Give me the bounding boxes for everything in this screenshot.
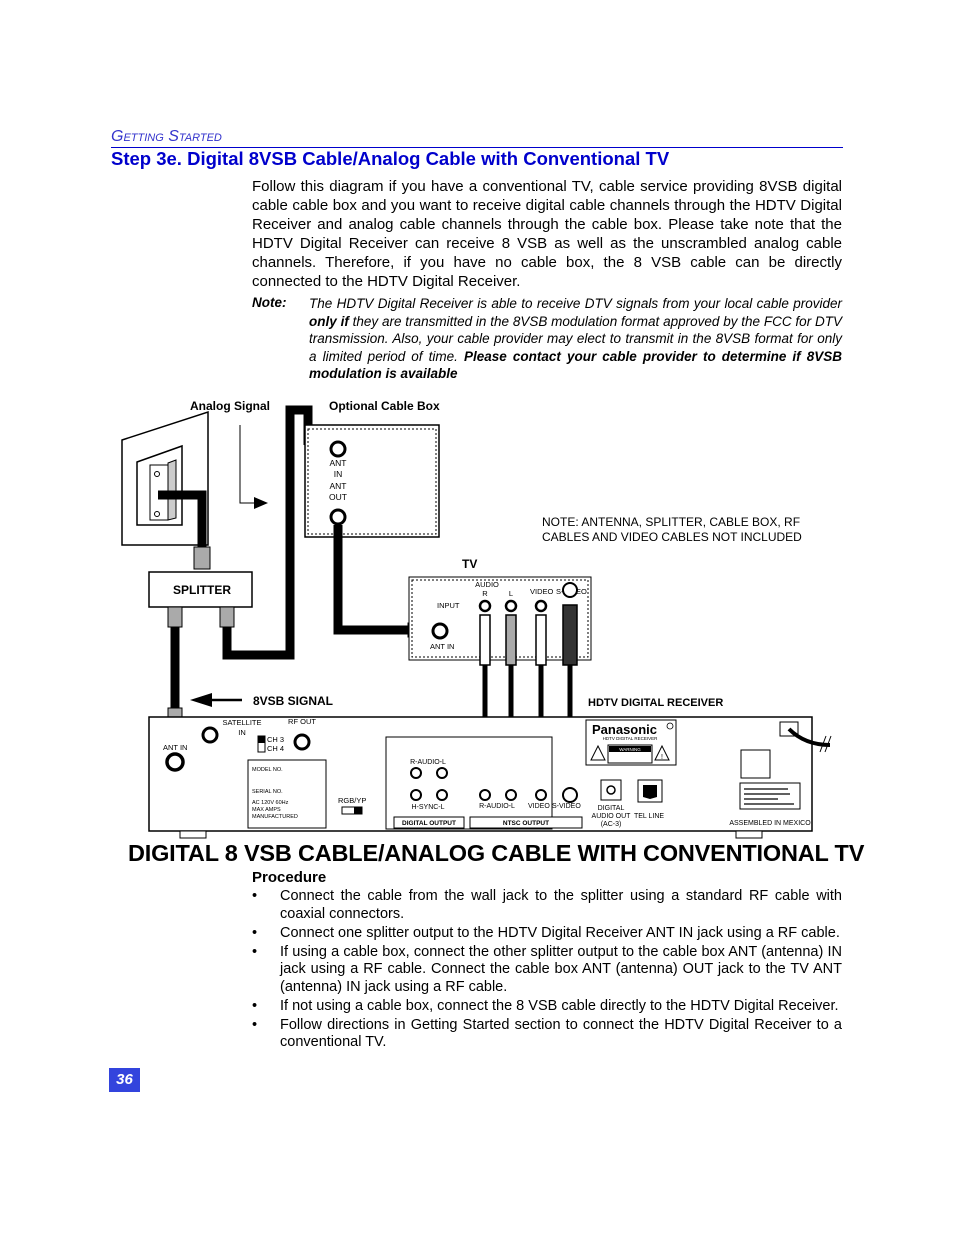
procedure-heading: Procedure	[252, 869, 327, 886]
svg-text:ANT IN: ANT IN	[430, 642, 454, 651]
svg-text:ANT: ANT	[330, 458, 347, 468]
page-number: 36	[109, 1068, 140, 1092]
list-item: •Connect the cable from the wall jack to…	[252, 888, 842, 922]
svg-text:!: !	[661, 754, 663, 761]
splitter-box	[148, 571, 253, 608]
step-title: Step 3e. Digital 8VSB Cable/Analog Cable…	[111, 148, 670, 169]
tv-panel	[408, 576, 592, 661]
svg-text:DIGITAL OUTPUT: DIGITAL OUTPUT	[402, 820, 456, 827]
note-cables-line2: CABLES AND VIDEO CABLES NOT INCLUDED	[542, 530, 802, 544]
optional-cable-box-label: Optional Cable Box	[329, 399, 440, 413]
note-text: The HDTV Digital Receiver is able to rec…	[309, 296, 843, 381]
svg-text:R-AUDIO-L: R-AUDIO-L	[479, 803, 515, 810]
wall-jack	[121, 410, 209, 546]
svg-text:RF OUT: RF OUT	[288, 717, 316, 726]
svg-text:VIDEO: VIDEO	[530, 587, 554, 596]
svg-text:ANT IN: ANT IN	[163, 743, 187, 752]
diagram-title: DIGITAL 8 VSB CABLE/ANALOG CABLE WITH CO…	[128, 840, 865, 866]
tv-label: TV	[462, 557, 477, 571]
svg-text:CH 3: CH 3	[267, 735, 284, 744]
svg-text:WARNING: WARNING	[619, 747, 641, 752]
svg-text:H-SYNC-L: H-SYNC-L	[411, 804, 444, 811]
svg-text:ANT: ANT	[330, 481, 347, 491]
svg-text:L: L	[509, 589, 513, 598]
svg-text:IN: IN	[334, 469, 343, 479]
analog-signal-label: Analog Signal	[190, 399, 270, 413]
hdtv-receiver-label: HDTV DIGITAL RECEIVER	[588, 697, 723, 709]
svg-text:SERIAL NO.: SERIAL NO.	[252, 789, 283, 795]
svg-text:MODEL NO.: MODEL NO.	[252, 767, 283, 773]
svg-text:VIDEO: VIDEO	[528, 803, 550, 810]
section-header: Getting Started	[111, 128, 843, 148]
svg-text:AC 120V 60Hz: AC 120V 60Hz	[252, 800, 289, 806]
note-cables-line1: NOTE: ANTENNA, SPLITTER, CABLE BOX, RF	[542, 515, 800, 529]
connection-diagram: SPLITTER ANT IN ANT OUT Analog Signal Op…	[121, 399, 832, 839]
svg-text:SATELLITE: SATELLITE	[222, 718, 261, 727]
procedure-list: •Connect the cable from the wall jack to…	[252, 888, 842, 1053]
note-label: Note:	[252, 295, 287, 310]
svg-text:S-VIDEO: S-VIDEO	[552, 803, 581, 810]
list-item: •Connect one splitter output to the HDTV…	[252, 924, 840, 941]
svg-text:OUT: OUT	[329, 492, 347, 502]
list-item: •If using a cable box, connect the other…	[252, 943, 842, 995]
svg-text:ASSEMBLED IN MEXICO: ASSEMBLED IN MEXICO	[729, 820, 811, 827]
svg-text:AUDIO OUT: AUDIO OUT	[592, 813, 632, 820]
svg-text:DIGITAL: DIGITAL	[598, 805, 625, 812]
svg-text:R: R	[482, 589, 488, 598]
svg-text:IN: IN	[238, 728, 246, 737]
svg-text:AUDIO: AUDIO	[475, 580, 499, 589]
8vsb-signal-label: 8VSB SIGNAL	[253, 694, 333, 708]
splitter-label: SPLITTER	[173, 583, 231, 597]
cable-box	[304, 424, 440, 538]
svg-text:RGB/YP: RGB/YP	[338, 796, 366, 805]
svg-text:MANUFACTURED: MANUFACTURED	[252, 814, 298, 820]
intro-paragraph: Follow this diagram if you have a conven…	[252, 178, 842, 290]
svg-text:TEL LINE: TEL LINE	[634, 813, 664, 820]
svg-text:CH 4: CH 4	[267, 744, 284, 753]
svg-text:NTSC OUTPUT: NTSC OUTPUT	[503, 820, 549, 827]
panasonic-logo: Panasonic	[592, 722, 657, 737]
svg-text:(AC-3): (AC-3)	[601, 821, 622, 828]
svg-text:HDTV DIGITAL RECEIVER: HDTV DIGITAL RECEIVER	[603, 736, 659, 741]
list-item: •If not using a cable box, connect the 8…	[252, 997, 839, 1014]
list-item: •Follow directions in Getting Started se…	[252, 1016, 842, 1051]
svg-text:MAX AMPS: MAX AMPS	[252, 807, 281, 813]
svg-text:R-AUDIO-L: R-AUDIO-L	[410, 759, 446, 766]
svg-text:INPUT: INPUT	[437, 601, 460, 610]
